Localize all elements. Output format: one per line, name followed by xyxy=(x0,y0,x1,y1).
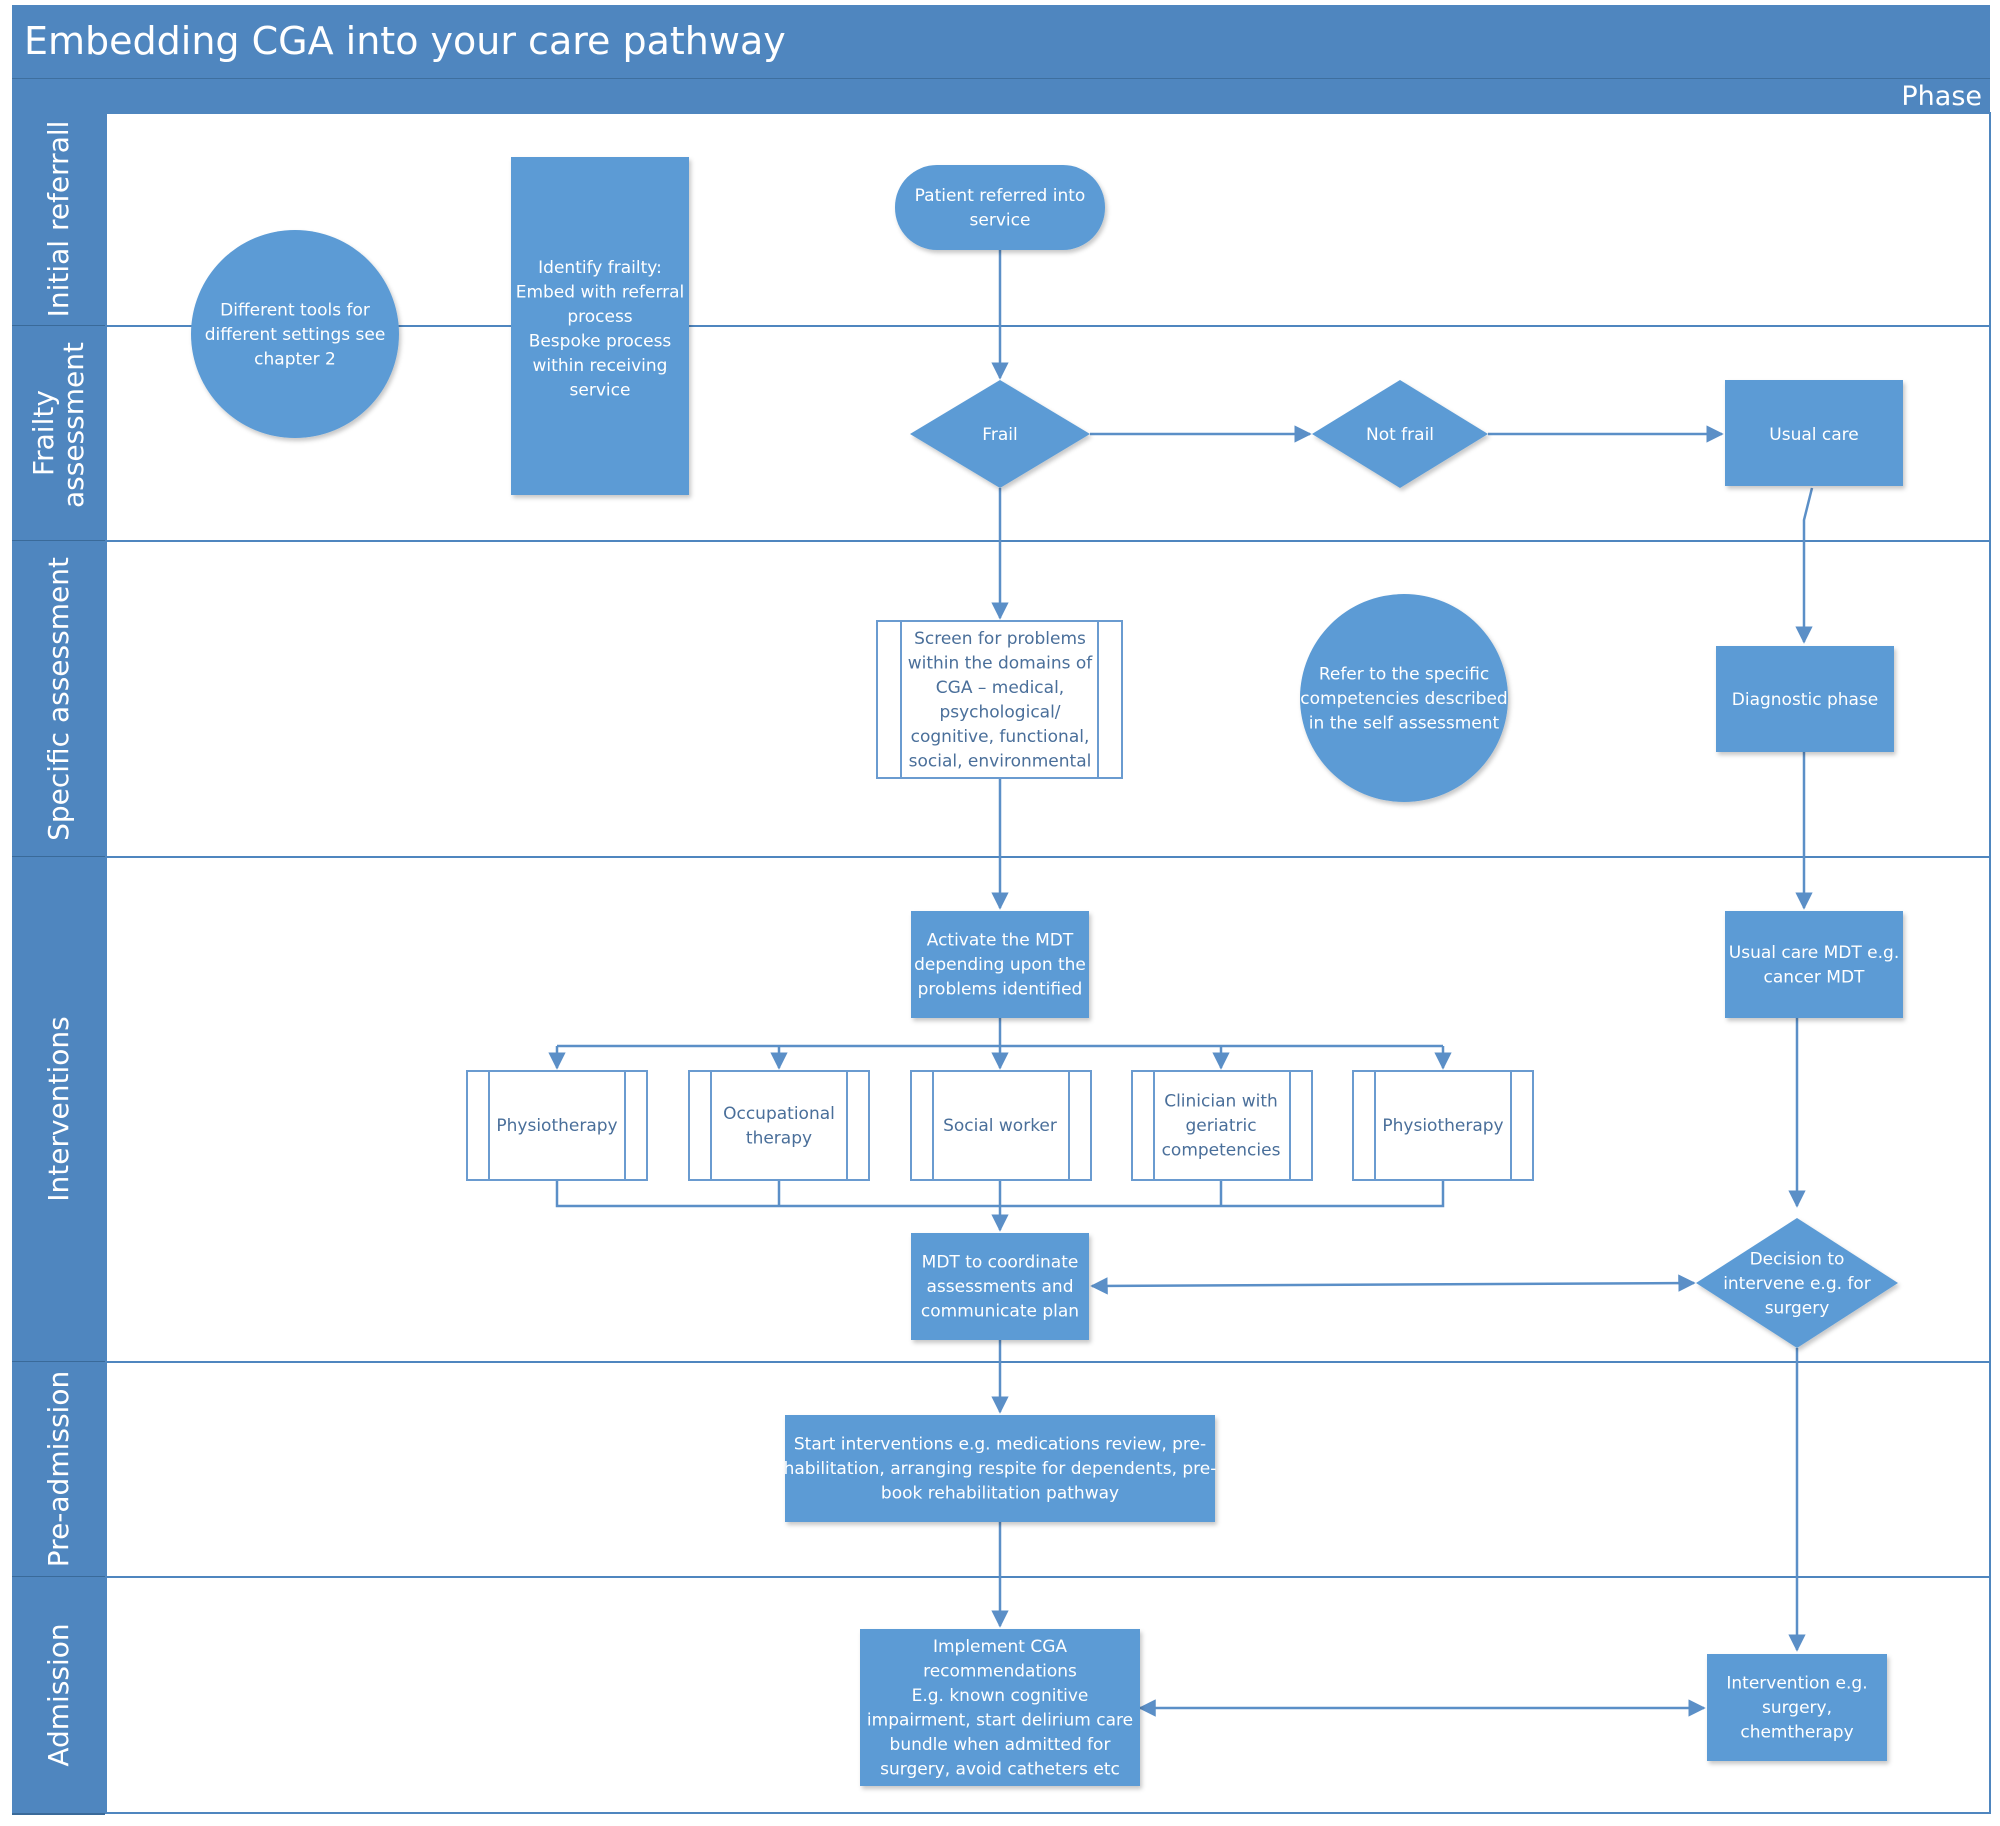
start-box xyxy=(785,1415,1215,1522)
lane-frailty-assessment: Frailty assessment xyxy=(12,326,105,542)
physio1-label: Physiotherapy xyxy=(496,1116,617,1136)
phase-bar: Phase xyxy=(12,78,1990,113)
usualcare-box xyxy=(1725,380,1903,486)
activate-box xyxy=(911,911,1089,1018)
implement-box xyxy=(860,1629,1140,1786)
lane-initial-referral: Initial referrall xyxy=(12,113,105,327)
lane-admission: Admission xyxy=(12,1577,105,1815)
tools-circle xyxy=(191,230,399,438)
notfrail-decision xyxy=(1312,380,1488,488)
usualcare-label: Usual care xyxy=(1769,425,1858,445)
diagnostic-label: Diagnostic phase xyxy=(1732,690,1879,710)
title-bar: Embedding CGA into your care pathway xyxy=(12,5,1990,78)
referred-terminator xyxy=(895,165,1105,250)
identify-box xyxy=(511,157,689,495)
arrow-coordinate-decision xyxy=(1090,1274,1696,1295)
intervention-box xyxy=(1707,1654,1887,1761)
diagnostic-box xyxy=(1716,646,1894,752)
connectors xyxy=(548,250,1814,1717)
intervention-label: Intervention e.g.surgery,chemtherapy xyxy=(1726,1674,1867,1743)
frail-label: Frail xyxy=(982,425,1017,445)
diagram-title: Embedding CGA into your care pathway xyxy=(24,19,786,63)
social-label: Social worker xyxy=(943,1116,1057,1136)
lane-interventions: Interventions xyxy=(12,857,105,1363)
notfrail-label: Not frail xyxy=(1366,425,1434,445)
ot-box xyxy=(688,1070,870,1181)
start-label: Start interventions e.g. medications rev… xyxy=(784,1435,1217,1504)
coordinate-box xyxy=(911,1233,1089,1340)
refer-circle xyxy=(1300,594,1508,802)
frail-decision xyxy=(910,380,1090,488)
lane-specific-assessment: Specific assessment xyxy=(12,541,105,858)
arrow-usualcare-to-diagnostic xyxy=(1795,487,1814,644)
phase-label: Phase xyxy=(1901,81,1982,112)
usualmdt-label: Usual care MDT e.g.cancer MDT xyxy=(1729,943,1899,988)
screen-box xyxy=(876,620,1123,779)
shapes xyxy=(191,157,1903,1786)
social-box xyxy=(910,1070,1092,1181)
lane-frame xyxy=(105,112,1991,1814)
clinician-box xyxy=(1131,1070,1313,1181)
usualmdt-box xyxy=(1725,911,1903,1018)
physio2-box xyxy=(1352,1070,1534,1181)
physio2-label: Physiotherapy xyxy=(1382,1116,1503,1136)
process-boxes xyxy=(466,620,1534,1181)
physio1-box xyxy=(466,1070,648,1181)
decision-diamond xyxy=(1696,1218,1898,1348)
